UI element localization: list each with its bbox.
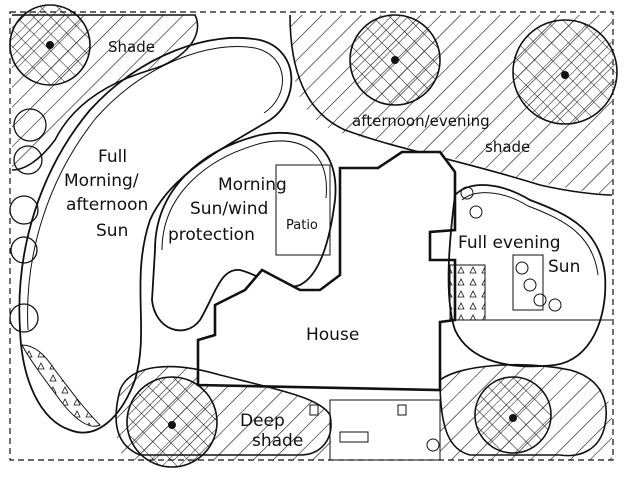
shrub-group-evening-left — [449, 264, 486, 321]
tree-trunk-bottom-left — [168, 421, 176, 429]
bed-morning-sun — [151, 131, 337, 332]
tree-trunk-bottom-right — [509, 414, 517, 422]
shrub-5 — [9, 303, 39, 333]
bed-deep-shade — [115, 365, 332, 456]
label-deep-shade-1: Deep — [240, 411, 285, 431]
tree-trunk-top-right — [561, 71, 569, 79]
small-shrub-6 — [469, 205, 483, 219]
bed-morning-sun-inner — [161, 140, 327, 251]
post-2 — [397, 404, 407, 416]
small-shrub-bottom — [426, 438, 440, 452]
shrub-3 — [9, 195, 39, 225]
tree-trunk-top-center — [391, 56, 399, 64]
shade-outline-top-left — [11, 14, 199, 171]
label-full-morning-2: Morning/ — [64, 171, 139, 191]
small-shrub-2 — [523, 278, 537, 292]
small-shrub-5 — [460, 186, 474, 200]
walkway — [329, 399, 441, 461]
label-house: House — [306, 325, 359, 345]
label-afternoon-evening-1: afternoon/evening — [352, 112, 490, 130]
post-1 — [309, 404, 319, 416]
tree-trunk-top-left — [46, 41, 54, 49]
shrub-1 — [13, 108, 47, 142]
label-full-morning-3: afternoon — [66, 195, 148, 215]
label-deep-shade-2: shade — [252, 431, 303, 451]
label-full-morning-1: Full — [98, 147, 127, 167]
bed-full-morning-sun-inner — [27, 46, 283, 331]
step-1 — [339, 431, 369, 443]
bed-bottom-right — [439, 364, 607, 457]
shrub-2 — [13, 145, 43, 175]
house-footprint — [196, 150, 457, 392]
small-shrub-3 — [533, 293, 547, 307]
small-shrub-4 — [548, 298, 562, 312]
label-afternoon-evening-2: shade — [485, 138, 530, 156]
groundcover-left — [21, 344, 101, 427]
bed-full-evening-sun-inner — [461, 192, 599, 276]
label-full-evening-2: Sun — [548, 257, 580, 277]
small-shrub-1 — [515, 261, 529, 275]
label-shade-top-left: Shade — [108, 38, 155, 56]
label-patio: Patio — [286, 218, 318, 233]
label-morning-sun-1: Morning — [218, 175, 287, 195]
label-morning-sun-2: Sun/wind — [190, 199, 268, 219]
bed-full-morning-sun — [18, 36, 293, 434]
label-full-evening-1: Full evening — [458, 233, 561, 253]
shade-outline-top-right — [289, 14, 613, 196]
patio-outline — [275, 164, 331, 256]
shrub-group-evening-right — [512, 254, 544, 311]
label-morning-sun-3: protection — [168, 225, 255, 245]
label-full-morning-4: Sun — [96, 221, 128, 241]
shrub-4 — [10, 236, 38, 264]
